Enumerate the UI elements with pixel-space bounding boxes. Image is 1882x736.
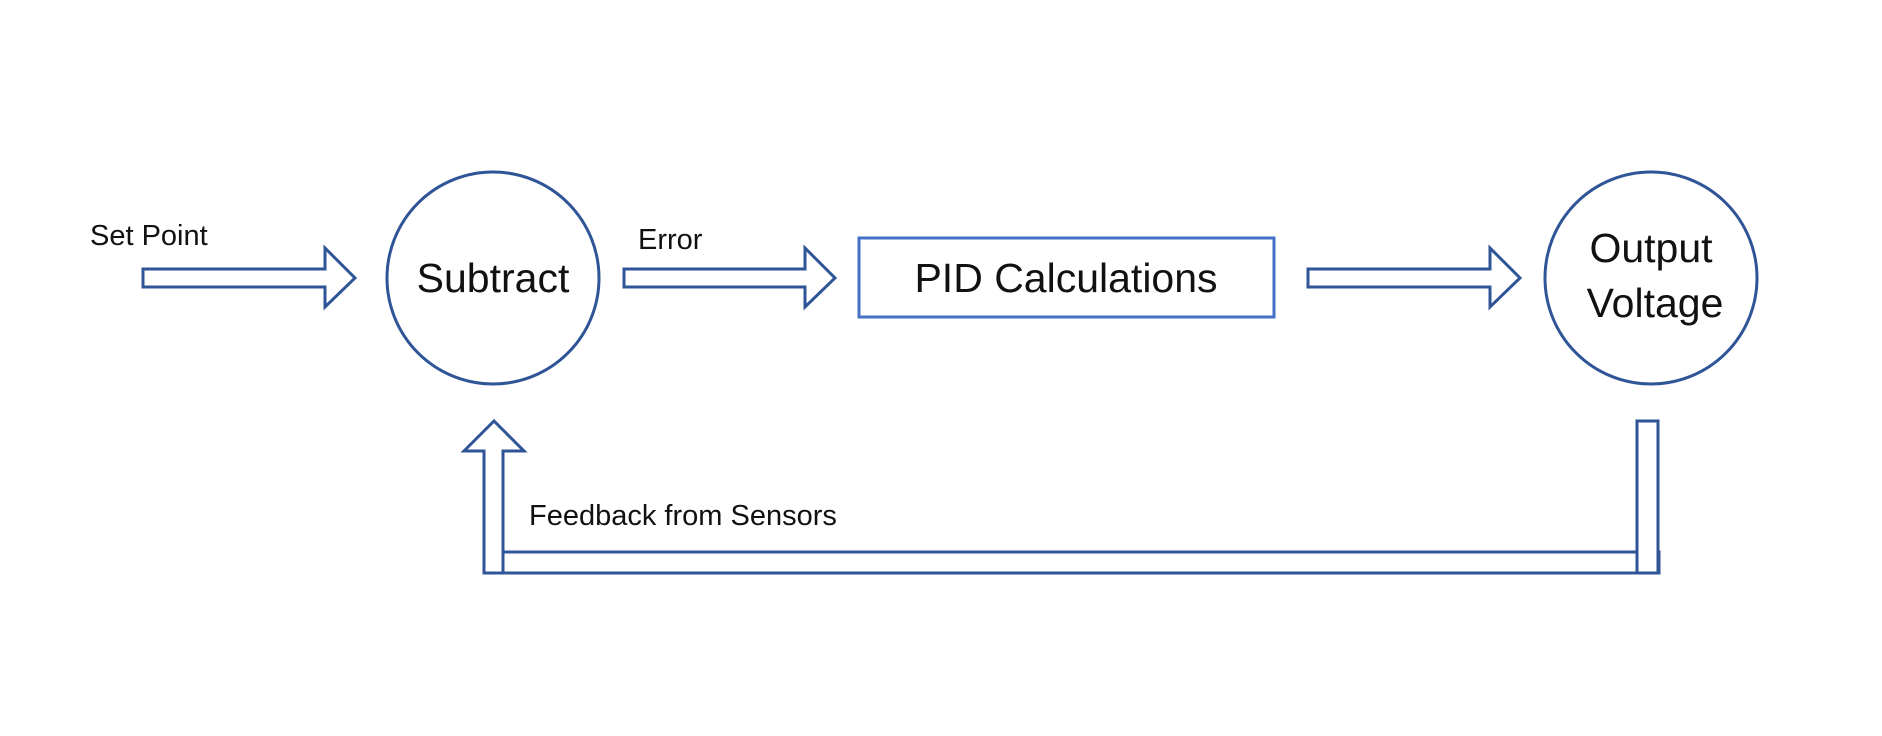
error-label: Error	[638, 224, 703, 256]
feedback-bar	[482, 550, 1661, 575]
set-point-label: Set Point	[90, 220, 208, 252]
output-voltage-label-line1: Output	[1589, 225, 1713, 271]
feedback-up-arrow	[460, 418, 528, 575]
output-voltage-label-line2: Voltage	[1587, 280, 1724, 326]
output-voltage-node	[1543, 170, 1759, 386]
pid-calculations-label: PID Calculations	[914, 255, 1217, 301]
feedback-label: Feedback from Sensors	[529, 500, 837, 532]
set-point-arrow	[141, 244, 358, 311]
pid-calculations-box	[857, 236, 1276, 319]
error-arrow	[622, 244, 838, 311]
feedback-riser	[1635, 419, 1660, 575]
subtract-label: Subtract	[417, 255, 570, 301]
output-arrow	[1306, 244, 1523, 311]
subtract-node	[385, 170, 601, 386]
